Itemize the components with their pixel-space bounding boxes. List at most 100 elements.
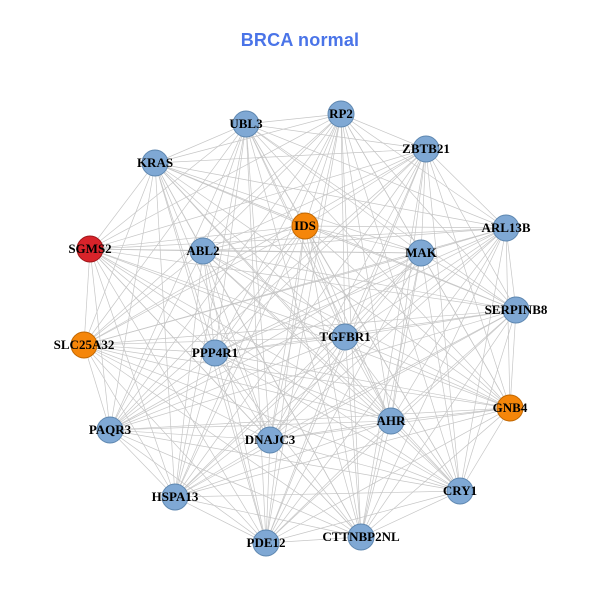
edge-ZBTB21-MAK [420, 148, 427, 254]
edge-IDS-PAQR3 [109, 225, 306, 431]
node-label-PPP4R1: PPP4R1 [192, 345, 238, 360]
edge-GNB4-CTTNBP2NL [360, 407, 511, 538]
edge-MAK-CTTNBP2NL [360, 252, 422, 538]
edge-UBL3-ARL13B [245, 123, 507, 229]
node-CTTNBP2NL [347, 523, 375, 551]
node-label-PAQR3: PAQR3 [89, 422, 132, 437]
edge-ZBTB21-CTTNBP2NL [360, 148, 427, 538]
node-label-RP2: RP2 [329, 106, 353, 121]
edge-RP2-DNAJC3 [269, 113, 342, 441]
edge-ZBTB21-CRY1 [425, 148, 461, 492]
edge-AHR-DNAJC3 [269, 420, 392, 441]
edge-UBL3-MAK [245, 123, 422, 254]
node-label-TGFBR1: TGFBR1 [319, 329, 370, 344]
edge-ZBTB21-IDS [304, 148, 427, 227]
edge-ABL2-GNB4 [202, 250, 511, 409]
edge-ZBTB21-TGFBR1 [344, 148, 427, 338]
edge-SLC25A32-DNAJC3 [83, 344, 271, 441]
edge-SERPINB8-CTTNBP2NL [360, 309, 517, 538]
plot-title: BRCA normal [240, 30, 360, 50]
edge-IDS-CRY1 [304, 225, 461, 492]
edge-ABL2-TGFBR1 [202, 250, 346, 338]
node-label-GNB4: GNB4 [493, 400, 528, 415]
edge-ARL13B-SERPINB8 [505, 227, 517, 311]
edge-ZBTB21-KRAS [154, 148, 427, 164]
edge-ZBTB21-PAQR3 [109, 148, 427, 431]
edge-ABL2-MAK [202, 250, 422, 254]
edge-IDS-ABL2 [202, 225, 306, 252]
node-label-HSPA13: HSPA13 [152, 489, 199, 504]
edge-SGMS2-PPP4R1 [89, 248, 216, 354]
edge-PPP4R1-PAQR3 [109, 352, 216, 431]
edge-TGFBR1-PPP4R1 [214, 336, 346, 354]
edge-ARL13B-CTTNBP2NL [360, 227, 507, 538]
edge-AHR-CTTNBP2NL [360, 420, 392, 538]
edge-ABL2-PAQR3 [109, 250, 204, 431]
node-ARL13B [492, 214, 520, 242]
edge-SLC25A32-HSPA13 [83, 344, 176, 498]
edge-RP2-KRAS [154, 113, 342, 164]
node-DNAJC3 [256, 426, 284, 454]
edge-SGMS2-SERPINB8 [89, 248, 517, 311]
edge-CRY1-PDE12 [265, 490, 461, 544]
edge-SERPINB8-SLC25A32 [83, 309, 517, 346]
node-MAK [407, 239, 435, 267]
node-label-ABL2: ABL2 [186, 243, 219, 258]
edge-MAK-HSPA13 [174, 252, 422, 498]
edge-UBL3-SERPINB8 [245, 123, 517, 311]
node-label-UBL3: UBL3 [229, 116, 263, 131]
edge-UBL3-ABL2 [202, 123, 247, 252]
node-TGFBR1 [331, 323, 359, 351]
edge-GNB4-AHR [390, 407, 511, 422]
edge-HSPA13-CTTNBP2NL [174, 496, 362, 538]
edge-KRAS-ARL13B [154, 162, 507, 229]
edge-SGMS2-SLC25A32 [83, 248, 91, 346]
edge-ARL13B-ABL2 [202, 227, 507, 252]
edge-SLC25A32-PDE12 [83, 344, 267, 544]
node-label-PDE12: PDE12 [247, 535, 286, 550]
edge-ARL13B-PPP4R1 [214, 227, 507, 354]
edge-ABL2-PDE12 [202, 250, 267, 544]
edge-RP2-SLC25A32 [83, 113, 342, 346]
edge-GNB4-HSPA13 [174, 407, 511, 498]
edge-ABL2-HSPA13 [174, 250, 204, 498]
node-label-AHR: AHR [377, 413, 407, 428]
nodes-layer [70, 100, 530, 557]
edge-UBL3-CTTNBP2NL [245, 123, 362, 538]
edge-ZBTB21-PPP4R1 [214, 148, 427, 354]
edge-ARL13B-DNAJC3 [269, 227, 507, 441]
node-SGMS2 [76, 235, 104, 263]
edge-HSPA13-PDE12 [174, 496, 267, 544]
node-HSPA13 [161, 483, 189, 511]
edge-KRAS-SGMS2 [89, 162, 156, 250]
edge-PAQR3-DNAJC3 [109, 429, 271, 441]
edge-ABL2-CRY1 [202, 250, 461, 492]
node-AHR [377, 407, 405, 435]
node-label-SERPINB8: SERPINB8 [485, 302, 548, 317]
edge-IDS-SGMS2 [89, 225, 306, 250]
node-UBL3 [232, 110, 260, 138]
node-SLC25A32 [70, 331, 98, 359]
edge-ZBTB21-ABL2 [202, 148, 427, 252]
edge-ZBTB21-GNB4 [425, 148, 511, 409]
edge-SGMS2-TGFBR1 [89, 248, 346, 338]
edge-IDS-DNAJC3 [269, 225, 306, 441]
edge-UBL3-GNB4 [245, 123, 511, 409]
node-ABL2 [189, 237, 217, 265]
edge-SLC25A32-PPP4R1 [83, 344, 216, 354]
edge-SGMS2-HSPA13 [89, 248, 176, 498]
edge-PPP4R1-AHR [214, 352, 392, 422]
edge-SERPINB8-GNB4 [509, 309, 517, 409]
node-SERPINB8 [502, 296, 530, 324]
edge-CRY1-CTTNBP2NL [360, 490, 461, 538]
edge-AHR-PDE12 [265, 420, 392, 544]
edge-MAK-GNB4 [420, 252, 511, 409]
node-PDE12 [252, 529, 280, 557]
edge-SGMS2-AHR [89, 248, 392, 422]
edge-IDS-MAK [304, 225, 422, 254]
edge-PPP4R1-PDE12 [214, 352, 267, 544]
edge-GNB4-CRY1 [459, 407, 511, 492]
edge-UBL3-PDE12 [245, 123, 267, 544]
node-label-ZBTB21: ZBTB21 [402, 141, 450, 156]
